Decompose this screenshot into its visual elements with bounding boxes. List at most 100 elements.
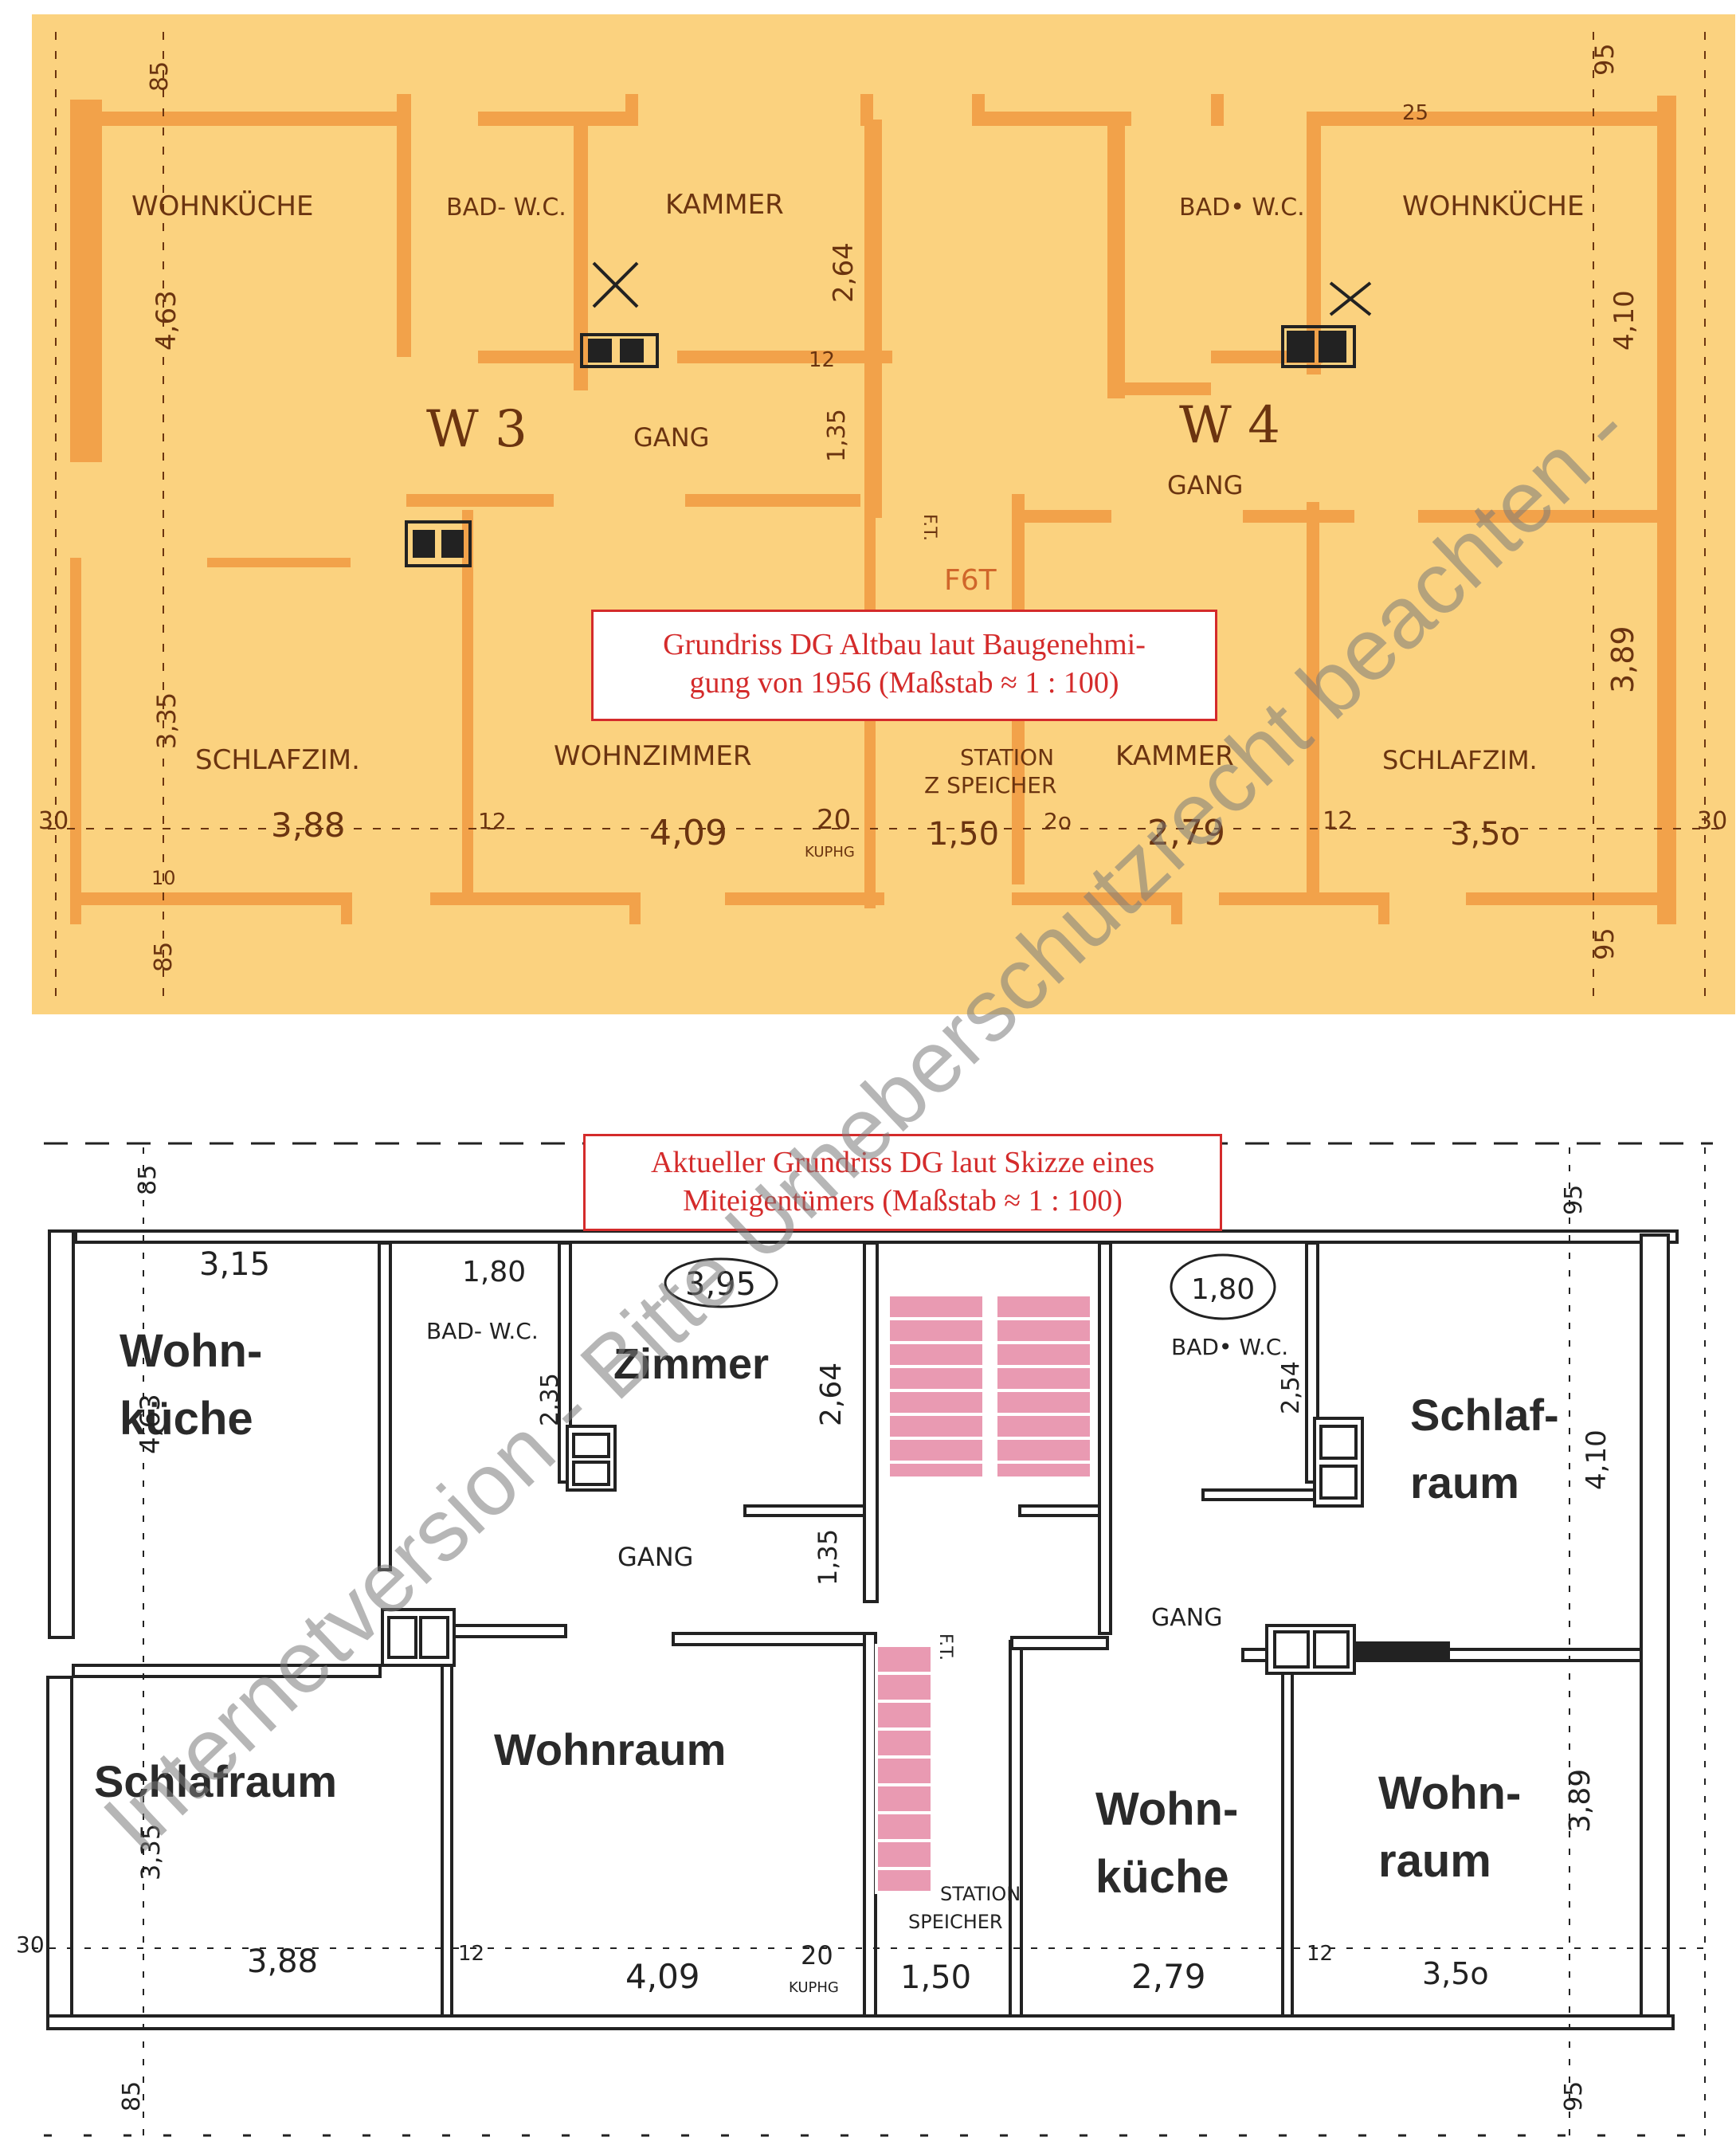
top-wall-bottom-tick3 bbox=[1171, 892, 1182, 924]
top-wall-v1 bbox=[397, 94, 411, 357]
top-dim-2o: 2o bbox=[1044, 808, 1072, 834]
top-wall-bottom-5 bbox=[1219, 892, 1378, 905]
bottom-dim-135: 1,35 bbox=[813, 1529, 843, 1586]
top-label-schlafzim-left: SCHLAFZIM. bbox=[195, 744, 360, 776]
top-wall-v9 bbox=[1307, 502, 1319, 892]
top-dim-264: 2,64 bbox=[828, 242, 860, 303]
top-wall-left-thick bbox=[70, 100, 102, 462]
bottom-wall-v8 bbox=[441, 1640, 453, 2018]
top-plan-caption-line1: Grundriss DG Altbau laut Baugenehmi- bbox=[663, 628, 1146, 661]
bottom-dim-335: 3,35 bbox=[135, 1824, 166, 1880]
bottom-wall-dark-segment bbox=[1354, 1641, 1450, 1659]
bottom-plan-walls bbox=[46, 1229, 1679, 2030]
bottom-dim-150: 1,50 bbox=[900, 1959, 971, 1996]
bottom-dim-350: 3,5o bbox=[1422, 1956, 1489, 1991]
top-wall-v8 bbox=[462, 510, 473, 892]
bottom-wall-v4 bbox=[863, 1632, 877, 2018]
bottom-wall-right bbox=[1640, 1233, 1670, 2022]
bottom-dim-12b: 12 bbox=[1307, 1942, 1333, 1966]
top-dim-20: 20 bbox=[817, 804, 851, 836]
top-wall-bottom-6 bbox=[1466, 892, 1673, 905]
bottom-dim-409: 4,09 bbox=[625, 1957, 700, 1996]
top-wall-v6 bbox=[1107, 112, 1125, 398]
bottom-wall-left-lower bbox=[46, 1676, 73, 2022]
top-wall-top-1 bbox=[70, 112, 397, 126]
bottom-chimney-3 bbox=[1313, 1417, 1364, 1508]
bottom-dim-ellipse-180 bbox=[1170, 1253, 1276, 1320]
bottom-label-speicher: SPEICHER bbox=[908, 1911, 1003, 1933]
top-dim-410: 4,10 bbox=[1609, 290, 1640, 351]
top-label-badwc-right: BAD• W.C. bbox=[1179, 194, 1305, 222]
bottom-dim-12a: 12 bbox=[458, 1942, 484, 1966]
top-label-wohnkueche-right: WOHNKÜCHE bbox=[1402, 190, 1584, 222]
top-dim-95a: 95 bbox=[1589, 43, 1620, 76]
top-dim-409: 4,09 bbox=[649, 813, 727, 853]
bottom-dim-95b: 95 bbox=[1560, 2081, 1588, 2112]
bottom-dim-180b: 1,80 bbox=[1191, 1273, 1255, 1306]
top-label-speicher: Z SPEICHER bbox=[924, 772, 1056, 798]
top-dimension-lines bbox=[48, 32, 1721, 996]
top-label-gang-right: GANG bbox=[1167, 470, 1243, 500]
top-dim-12a: 12 bbox=[809, 348, 835, 372]
bottom-wall-top bbox=[74, 1229, 1679, 1244]
bottom-dim-463: 4,63 bbox=[135, 1394, 167, 1454]
top-dim-463: 4,63 bbox=[151, 290, 182, 351]
top-dim-335: 3,35 bbox=[151, 692, 182, 749]
bottom-chimney-4 bbox=[1265, 1624, 1356, 1675]
top-dim-25: 25 bbox=[1402, 101, 1428, 125]
top-dim-30b: 30 bbox=[1697, 807, 1727, 835]
bottom-label-station: STATION bbox=[940, 1883, 1021, 1905]
top-dim-30a: 30 bbox=[38, 807, 69, 835]
top-label-schlafzim-right: SCHLAFZIM. bbox=[1382, 745, 1538, 775]
top-dim-ft: F.T. bbox=[919, 514, 939, 541]
bottom-wall-v2 bbox=[558, 1241, 572, 1484]
top-dim-350: 3,5o bbox=[1450, 816, 1520, 853]
bottom-room-schlafraum-right-1: Schlaf- bbox=[1410, 1390, 1559, 1440]
top-wall-h1 bbox=[478, 351, 574, 363]
bottom-room-schlafraum-left: Schlafraum bbox=[94, 1756, 337, 1806]
bottom-dim-kupa: KUPHG bbox=[789, 1979, 839, 1996]
bottom-dim-95a: 95 bbox=[1560, 1185, 1588, 1215]
bottom-plan-caption-line2: Miteigentümers (Maßstab ≈ 1 : 100) bbox=[683, 1183, 1123, 1218]
top-wall-bottom-3 bbox=[725, 892, 884, 905]
bottom-dim-395: 3,95 bbox=[685, 1266, 756, 1303]
top-wall-h7 bbox=[1024, 510, 1111, 523]
top-wall-h10 bbox=[207, 558, 351, 567]
top-plan-caption-line2: gung von 1956 (Maßstab ≈ 1 : 100) bbox=[689, 665, 1119, 700]
bottom-room-wohnkueche-left-1: Wohn- bbox=[120, 1325, 262, 1377]
bottom-dim-254: 2,54 bbox=[1277, 1361, 1305, 1414]
top-wall-bottom-tick2 bbox=[629, 892, 641, 924]
top-dim-12b: 12 bbox=[478, 808, 507, 834]
bottom-wall-h3 bbox=[672, 1632, 866, 1646]
bottom-room-wohnkueche-right-1: Wohn- bbox=[1095, 1783, 1238, 1835]
bottom-stairs-lower bbox=[875, 1644, 934, 1894]
top-label-kammer-right: KAMMER bbox=[1115, 740, 1234, 772]
top-wall-top-8 bbox=[1211, 94, 1224, 126]
bottom-room-wohnraum-left: Wohnraum bbox=[494, 1724, 726, 1774]
top-dim-389: 3,89 bbox=[1605, 625, 1640, 693]
top-wall-top-5 bbox=[860, 94, 873, 126]
top-wall-v2 bbox=[574, 120, 588, 390]
top-wall-left-lower bbox=[70, 558, 81, 924]
top-label-gang-left: GANG bbox=[633, 422, 709, 453]
top-wall-h3 bbox=[1107, 382, 1211, 395]
top-wall-top-4 bbox=[625, 94, 638, 126]
bottom-wall-bottom bbox=[46, 2014, 1675, 2030]
top-label-station: STATION bbox=[960, 744, 1054, 771]
top-dim-10: 10 bbox=[151, 867, 176, 889]
bottom-label-gang-left: GANG bbox=[617, 1542, 693, 1572]
top-wall-top-3 bbox=[478, 112, 625, 126]
bottom-wall-v1 bbox=[378, 1241, 392, 1571]
bottom-dim-20: 20 bbox=[801, 1940, 833, 1971]
bottom-wall-v6 bbox=[1009, 1640, 1023, 2018]
top-plan-caption: Grundriss DG Altbau laut Baugenehmi- gun… bbox=[591, 610, 1217, 721]
top-wall-bottom-tick1 bbox=[341, 892, 352, 924]
bottom-stairs-upper-left bbox=[887, 1293, 986, 1480]
bottom-plan-caption-line1: Aktueller Grundriss DG laut Skizze eines bbox=[650, 1146, 1155, 1179]
bottom-dim-85b: 85 bbox=[118, 2081, 146, 2112]
bottom-label-badwc-left: BAD- W.C. bbox=[426, 1318, 539, 1344]
top-label-badwc-left: BAD- W.C. bbox=[446, 194, 566, 222]
bottom-dim-235: 2,35 bbox=[536, 1373, 564, 1426]
top-wall-top-7 bbox=[972, 112, 1131, 126]
bottom-wall-h6 bbox=[1201, 1488, 1316, 1501]
